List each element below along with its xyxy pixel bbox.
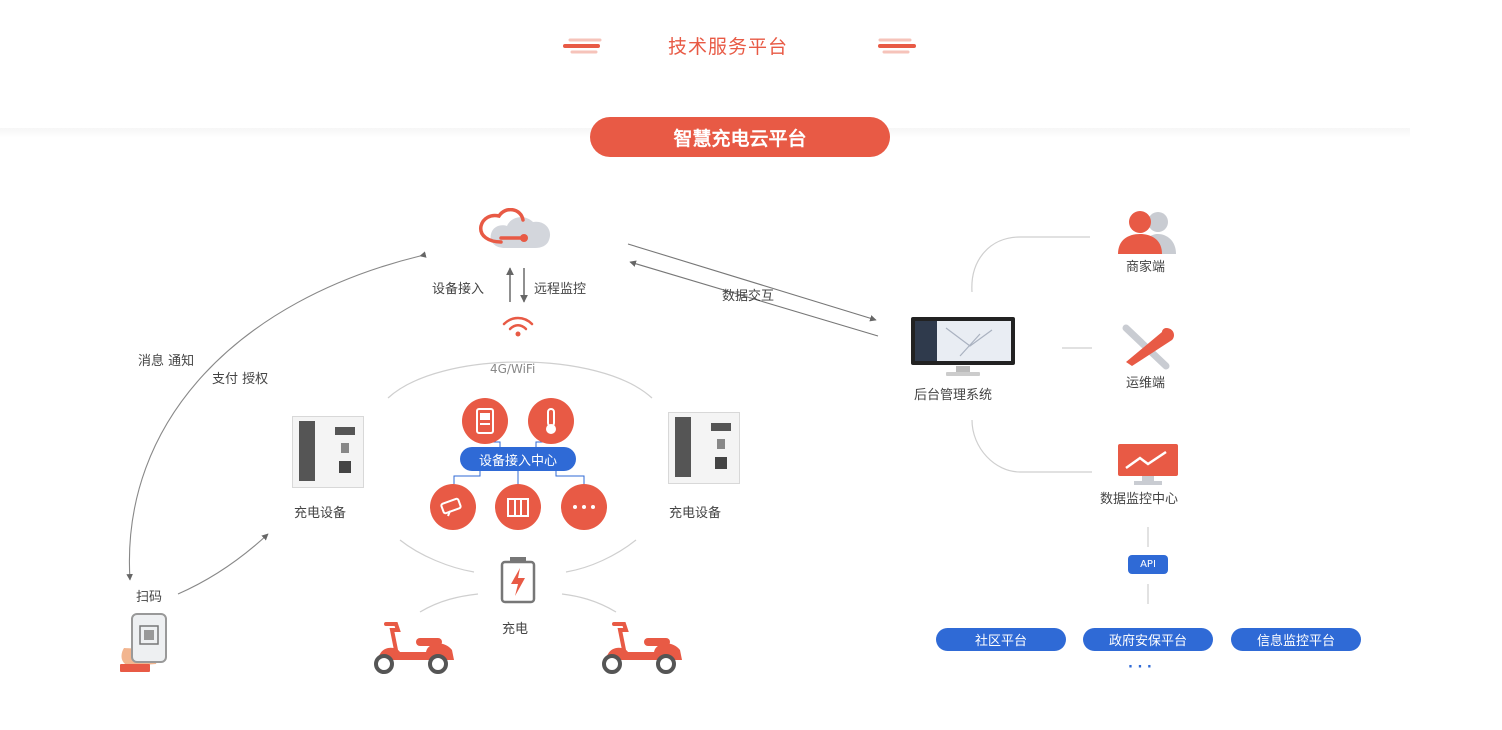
- device-access-label: 设备接入: [432, 282, 485, 297]
- platform-info-monitor: 信息监控平台: [1231, 628, 1361, 651]
- platform-banner: 智慧充电云平台: [590, 117, 890, 157]
- api-badge: API: [1128, 555, 1168, 574]
- users-icon: [1118, 211, 1176, 254]
- card-reader-node: [462, 398, 508, 444]
- charging-cabinet-icon: [299, 421, 355, 481]
- cloud-icon: [479, 208, 551, 248]
- access-hub: 设备接入中心: [460, 447, 576, 471]
- data-exchange-label: 数据交互: [722, 289, 775, 304]
- backend-label: 后台管理系统: [914, 388, 993, 403]
- more-node: [561, 484, 607, 530]
- device-left-label: 充电设备: [294, 506, 347, 521]
- network-label: 4G/WiFi: [490, 362, 536, 376]
- thermometer-node: [528, 398, 574, 444]
- merchant-label: 商家端: [1126, 260, 1166, 275]
- camera-node: [430, 484, 476, 530]
- platform-government: 政府安保平台: [1083, 628, 1213, 651]
- pay-label: 支付 授权: [212, 372, 269, 387]
- ops-label: 运维端: [1126, 376, 1166, 391]
- monitor-center-label: 数据监控中心: [1100, 492, 1179, 507]
- charging-device-right: [668, 412, 740, 484]
- wrench-icon: [1122, 324, 1174, 370]
- charging-device-left: [292, 416, 364, 488]
- charging-cabinet-icon: [675, 417, 731, 477]
- gate-icon: [507, 498, 529, 517]
- chart-monitor-icon: [1118, 444, 1178, 485]
- monitor-icon: [911, 317, 1015, 376]
- remote-monitor-label: 远程监控: [534, 282, 587, 297]
- more-icon: [573, 505, 595, 509]
- scooter-icon: [602, 622, 682, 674]
- platform-community: 社区平台: [936, 628, 1066, 651]
- platforms-more: · · ·: [1128, 660, 1152, 675]
- device-right-label: 充电设备: [669, 506, 722, 521]
- notify-label: 消息 通知: [138, 354, 195, 369]
- page-title: 技术服务平台: [668, 36, 789, 58]
- battery-icon: [500, 557, 536, 604]
- camera-icon: [440, 497, 462, 517]
- gate-node: [495, 484, 541, 530]
- thermometer-icon: [546, 408, 556, 434]
- phone-qr-icon: [120, 613, 167, 672]
- wifi-icon: [502, 316, 534, 337]
- scan-label: 扫码: [136, 590, 163, 605]
- header-stripes-right: [878, 38, 916, 54]
- charge-label: 充电: [502, 622, 529, 637]
- card-reader-icon: [476, 408, 494, 434]
- scooter-icon: [374, 622, 454, 674]
- header-stripes-left: [563, 38, 602, 54]
